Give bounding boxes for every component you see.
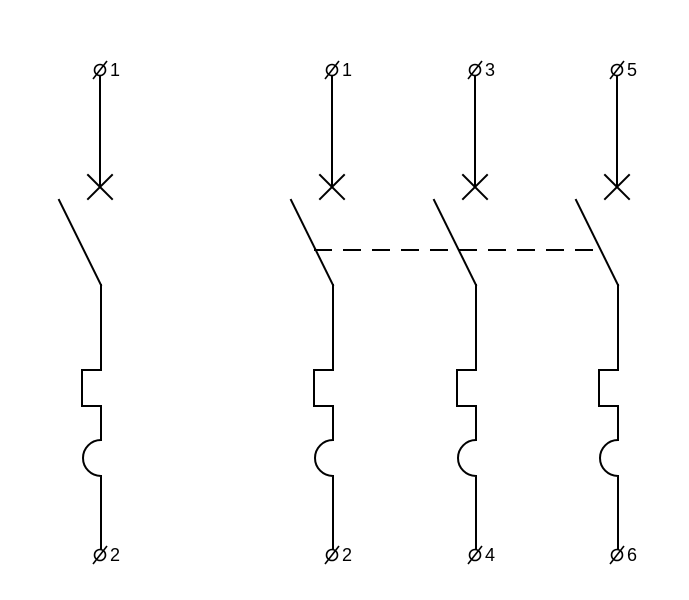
thermal-magnetic-trip-element — [456, 284, 477, 550]
pole-3: 5 6 — [574, 60, 637, 565]
terminal-top-label: 1 — [110, 60, 120, 80]
three-pole-breaker: 1 2 3 — [289, 60, 637, 565]
terminal-bottom-symbol — [467, 545, 483, 565]
terminal-bottom-label: 2 — [342, 545, 352, 565]
terminal-top-label: 1 — [342, 60, 352, 80]
moving-contact — [432, 198, 478, 287]
terminal-bottom-symbol — [324, 545, 340, 565]
thermal-magnetic-trip-element — [313, 284, 334, 550]
fixed-contact-cross — [461, 173, 489, 201]
fixed-contact-cross — [318, 173, 346, 201]
single-pole-breaker: 1 2 — [57, 60, 120, 565]
terminal-bottom-symbol — [609, 545, 625, 565]
terminal-bottom-symbol — [92, 545, 108, 565]
thermal-magnetic-trip-element — [598, 284, 619, 550]
fixed-contact-cross — [86, 173, 114, 201]
fixed-contact-cross — [603, 173, 631, 201]
moving-contact — [289, 198, 335, 287]
terminal-bottom-label: 2 — [110, 545, 120, 565]
pole-2: 3 4 — [432, 60, 495, 565]
terminal-top-label: 3 — [485, 60, 495, 80]
terminal-top-label: 5 — [627, 60, 637, 80]
terminal-bottom-label: 6 — [627, 545, 637, 565]
moving-contact — [574, 198, 620, 287]
pole-1: 1 2 — [289, 60, 352, 565]
thermal-magnetic-trip-element — [81, 284, 102, 550]
terminal-bottom-label: 4 — [485, 545, 495, 565]
moving-contact — [57, 198, 103, 287]
